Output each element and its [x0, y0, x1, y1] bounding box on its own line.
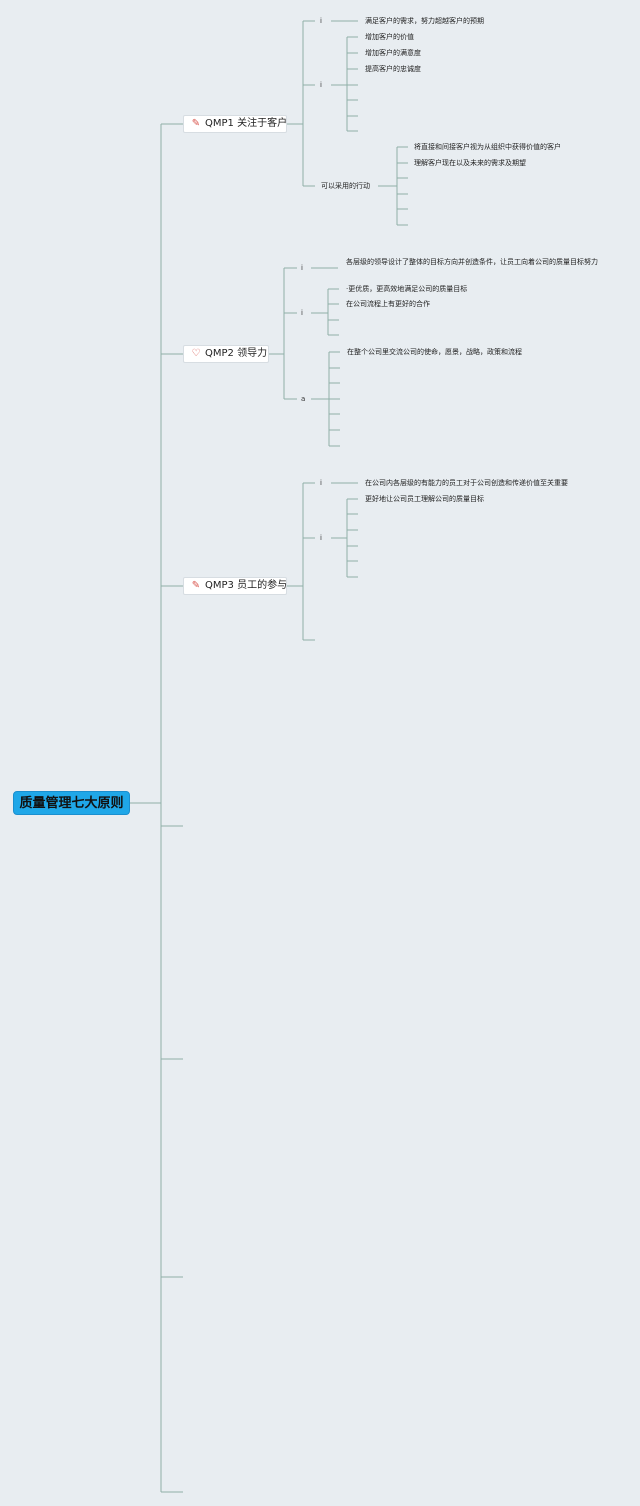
topic-qmp2[interactable]: ♡ QMP2 领导力 [183, 345, 269, 363]
topic-qmp1[interactable]: ✎ QMP1 关注于客户 [183, 115, 287, 133]
marker-i: i [320, 17, 322, 25]
subtopic-actions[interactable]: 可以采用的行动 [321, 182, 370, 190]
leaf-text[interactable]: 增加客户的价值 [365, 33, 414, 41]
marker-i: i [320, 81, 322, 89]
tool-icon: ✎ [191, 580, 201, 591]
marker-i: i [320, 479, 322, 487]
root-topic[interactable]: 质量管理七大原则 [13, 791, 130, 815]
heart-icon: ♡ [191, 348, 201, 359]
leaf-text[interactable]: 在公司内各层级的有能力的员工对于公司创造和传递价值至关重要 [365, 479, 568, 487]
tool-icon: ✎ [191, 118, 201, 129]
marker-i: i [301, 264, 303, 272]
leaf-text[interactable]: 理解客户现在以及未来的需求及期望 [414, 159, 526, 167]
leaf-text[interactable]: ·更优质，更高效地满足公司的质量目标 [346, 285, 468, 293]
leaf-text[interactable]: 在整个公司里交流公司的使命，愿景，战略，政策和流程 [347, 348, 522, 356]
leaf-text[interactable]: 在公司流程上有更好的合作 [346, 300, 430, 308]
leaf-text[interactable]: 增加客户的满意度 [365, 49, 421, 57]
marker-i: i [301, 309, 303, 317]
topic-qmp3[interactable]: ✎ QMP3 员工的参与 [183, 577, 287, 595]
topic-label: QMP2 领导力 [205, 348, 268, 359]
leaf-text[interactable]: 将直接和间接客户视为从组织中获得价值的客户 [414, 143, 561, 151]
leaf-text[interactable]: 更好地让公司员工理解公司的质量目标 [365, 495, 484, 503]
topic-label: QMP3 员工的参与 [205, 580, 288, 591]
leaf-text[interactable]: 满足客户的需求，努力超越客户的预期 [365, 17, 484, 25]
leaf-text[interactable]: 各层级的领导设计了整体的目标方向并创造条件，让员工向着公司的质量目标努力 [346, 258, 598, 266]
topic-label: QMP1 关注于客户 [205, 118, 288, 129]
marker-i: i [320, 534, 322, 542]
marker-a: a [301, 395, 306, 403]
leaf-text[interactable]: 提高客户的忠诚度 [365, 65, 421, 73]
